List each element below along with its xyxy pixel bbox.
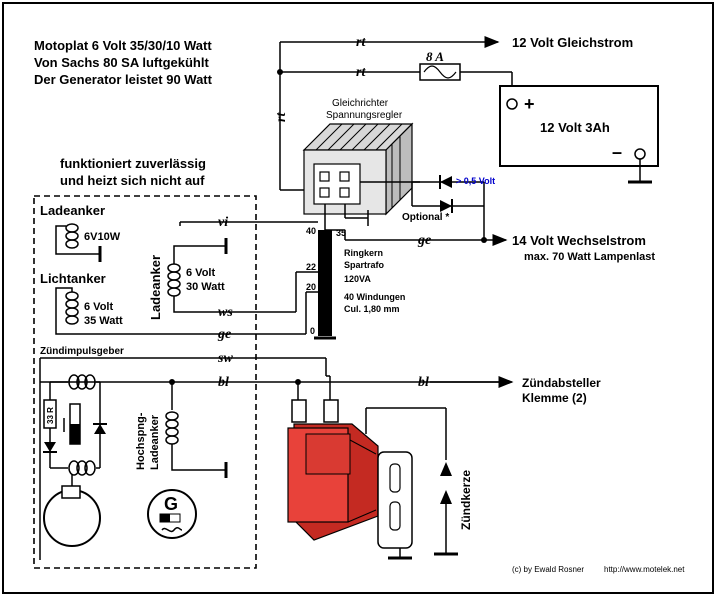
output-kill: Zündabsteller: [522, 376, 601, 390]
wire-bl-2: bl: [418, 375, 429, 390]
transformer-label-2: Spartrafo: [344, 260, 385, 270]
wire-ge-2: ge: [217, 327, 231, 342]
diode-2: [440, 200, 452, 212]
battery-plus: +: [524, 94, 535, 114]
note-line-2: und heizt sich nicht auf: [60, 173, 205, 188]
fuse-wire: [423, 65, 457, 79]
transformer-label-3: 120VA: [344, 274, 371, 284]
tap-0: 0: [310, 326, 315, 336]
header-line-2: Von Sachs 80 SA luftgekühlt: [34, 55, 209, 70]
transformer-label-4: 40 Windungen: [344, 292, 405, 302]
regulator-leads: [324, 181, 420, 230]
transformer-label-5: Cul. 1,80 mm: [344, 304, 400, 314]
ladeanker-2-rating-1: 6 Volt: [186, 267, 215, 279]
wire-sw: sw: [217, 351, 233, 366]
footer-url: http://www.motelek.net: [604, 565, 685, 574]
output-ac-sub: max. 70 Watt Lampenlast: [524, 251, 655, 263]
wire-rt-3: rt: [274, 112, 289, 122]
resistor: [43, 399, 57, 429]
rt-junction: [277, 69, 283, 75]
output-dc: 12 Volt Gleichstrom: [512, 35, 633, 50]
battery-minus-terminal: [634, 148, 646, 160]
sparkplug-label: Zündkerze: [459, 470, 473, 530]
battery-label: 12 Volt 3Ah: [540, 120, 610, 135]
output-kill-sub: Klemme (2): [522, 391, 587, 405]
tap-22: 22: [306, 262, 316, 272]
battery-minus: –: [612, 142, 622, 162]
ladeanker-2-label: Ladeanker: [148, 255, 163, 320]
footer-credit: (c) by Ewald Rosner: [512, 565, 584, 574]
wire-vi: vi: [218, 215, 228, 230]
hochspng-label-1: Hochspng-: [135, 412, 147, 470]
bl-junction: [295, 379, 301, 385]
ladeanker-1-label: Ladeanker: [40, 203, 105, 218]
hochspng-coil: [165, 382, 226, 471]
fuse-rating: 8 A: [426, 49, 444, 64]
tap-20: 20: [306, 282, 316, 292]
ladeanker-2-rating-2: 30 Watt: [186, 281, 225, 293]
header-line-3: Der Generator leistet 90 Watt: [34, 72, 213, 87]
generator-box: [33, 195, 257, 569]
output-ac: 14 Volt Wechselstrom: [512, 233, 646, 248]
battery: [499, 85, 659, 167]
wire-rt-2: rt: [356, 65, 366, 80]
regulator-label-2: Spannungsregler: [326, 110, 403, 121]
tap-40: 40: [306, 226, 316, 236]
regulator: [302, 122, 414, 216]
generator-g: G: [164, 494, 178, 514]
diode-zi-2: [94, 424, 106, 434]
wire-bl-1: bl: [218, 375, 229, 390]
header-line-1: Motoplat 6 Volt 35/30/10 Watt: [34, 38, 212, 53]
tap-35: 35: [336, 228, 346, 238]
ladeanker-2-coil: [167, 245, 248, 313]
resistor-label: 33 R: [46, 407, 55, 424]
diode-zi-1: [44, 442, 56, 452]
zuendimpuls-label: Zündimpulsgeber: [40, 346, 124, 357]
lichtanker-label: Lichtanker: [40, 271, 106, 286]
sparkplug-top: [440, 462, 452, 476]
transformer-core: [318, 230, 332, 336]
regulator-label-1: Gleichrichter: [332, 98, 389, 109]
ac-junction: [481, 237, 487, 243]
lichtanker-rating-1: 6 Volt: [84, 301, 113, 313]
diode-optional: Optional *: [402, 212, 449, 223]
battery-plus-terminal: [506, 98, 518, 110]
optional-diodes: [412, 181, 485, 240]
hochspng-junction: [169, 379, 175, 385]
diode-1: [440, 176, 452, 188]
hochspng-label-2: Ladeanker: [149, 414, 161, 470]
lichtanker-coil: [55, 287, 100, 335]
ladeanker-1-rating: 6V10W: [84, 231, 121, 243]
transformer-label-1: Ringkern: [344, 248, 383, 258]
coil-wires: [365, 407, 447, 558]
sparkplug-gap: [440, 490, 452, 504]
wire-rt-1: rt: [356, 35, 366, 50]
ladeanker-1-coil: [55, 223, 100, 255]
generator-wires: [40, 221, 506, 404]
ignition-coil: [287, 399, 413, 549]
diode-voltage: > 0,5 Volt: [456, 176, 495, 186]
wire-ge-1: ge: [417, 233, 431, 248]
lichtanker-rating-2: 35 Watt: [84, 315, 123, 327]
note-line-1: funktioniert zuverlässig: [60, 156, 206, 171]
